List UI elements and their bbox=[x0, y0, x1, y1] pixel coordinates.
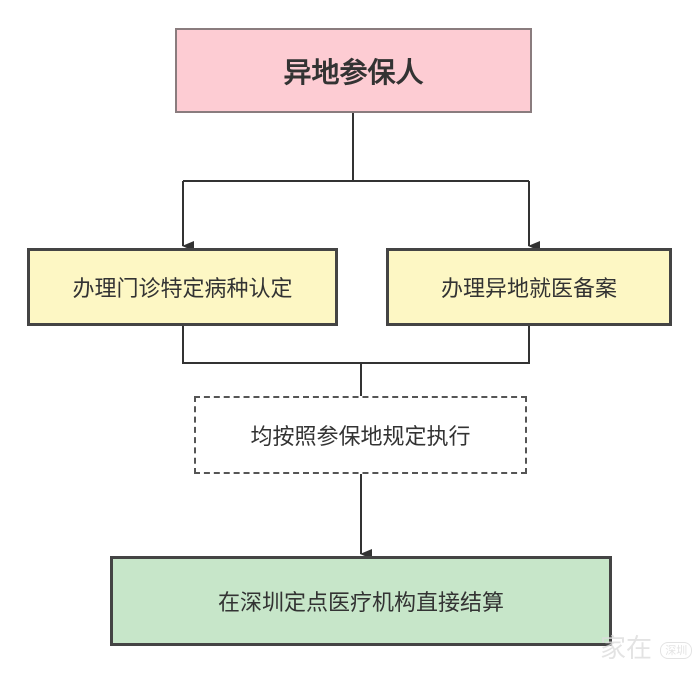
node-label: 办理异地就医备案 bbox=[440, 277, 617, 302]
watermark-logo: 家在 深圳 bbox=[600, 628, 693, 665]
node-remote-medical-filing: 办理异地就医备案 bbox=[386, 248, 672, 326]
node-follow-insured-location-rules: 均按照参保地规定执行 bbox=[194, 396, 527, 474]
node-label: 均按照参保地规定执行 bbox=[250, 425, 471, 450]
node-outpatient-disease-certification: 办理门诊特定病种认定 bbox=[27, 248, 338, 326]
node-label: 办理门诊特定病种认定 bbox=[72, 277, 293, 302]
node-direct-settlement: 在深圳定点医疗机构直接结算 bbox=[110, 556, 612, 646]
watermark-text: 家在 bbox=[600, 634, 653, 664]
node-remote-insured: 异地参保人 bbox=[175, 28, 532, 113]
node-label: 异地参保人 bbox=[283, 55, 424, 89]
watermark-badge: 深圳 bbox=[660, 641, 693, 659]
node-label: 在深圳定点医疗机构直接结算 bbox=[217, 591, 504, 616]
connector-merge bbox=[182, 326, 530, 396]
connector-top-split bbox=[183, 113, 529, 182]
